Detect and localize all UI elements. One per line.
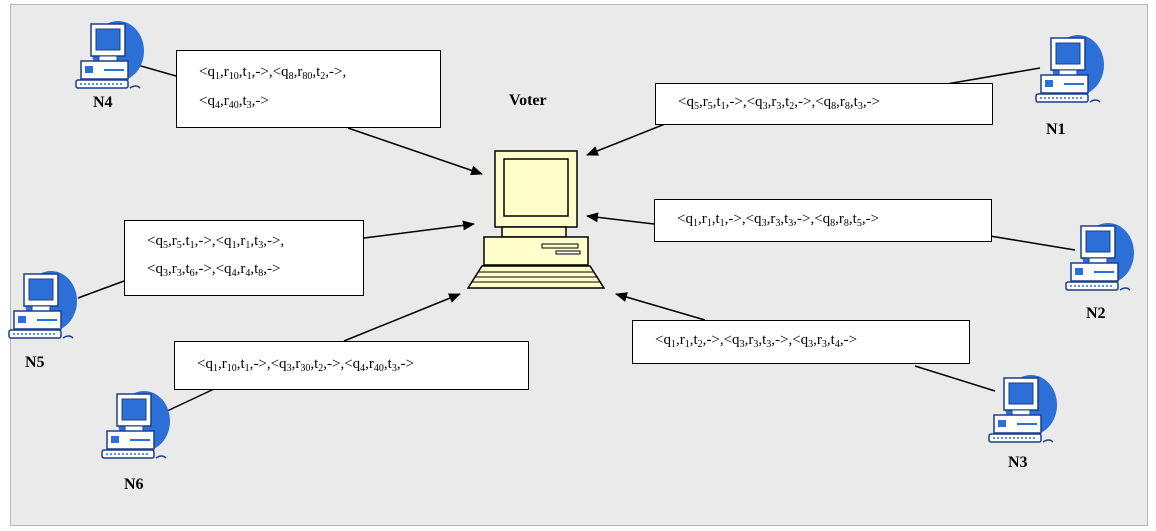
message-line: <q3,r3,t6,->,<q4,r4,t8,-> [147,261,281,279]
node-label-n1: N1 [1046,121,1066,138]
line-n2-box [989,235,1076,251]
node-label-n6: N6 [124,476,144,493]
voter-computer-icon [466,150,606,289]
node-label-n5: N5 [25,354,45,371]
message-box-n2: <q1,r1,t1,->,<q3,r3,t3,->,<q8,r8,t5,-> [654,199,992,242]
arrow-n5-voter [363,220,475,239]
line-n3-box [914,365,996,392]
node-label-n2: N2 [1086,305,1106,322]
node-n4-computer-icon [72,18,148,99]
arrow-n1-voter [586,123,666,156]
node-n1-computer-icon [1032,32,1108,113]
message-line: <q5,r5,t1,->,<q3,r3,t2,->,<q8,r8,t3,-> [678,94,881,112]
node-n6-computer-icon [98,388,174,469]
message-line: <q4,r40,t3,-> [199,93,269,111]
message-line: <q1,r10,t1,->,<q3,r30,t2,->,<q4,r40,t3,-… [197,356,415,374]
line-n6-box [164,388,215,413]
node-n2-computer-icon [1062,220,1138,301]
arrow-n6-voter [343,293,461,342]
node-label-n4: N4 [93,94,113,111]
message-box-n1: <q5,r5,t1,->,<q3,r3,t2,->,<q8,r8,t3,-> [655,83,993,125]
node-label-n3: N3 [1008,454,1028,471]
line-n5-box [77,280,125,299]
message-box-n5: <q5,r5.t1,->,<q1,r1,t3,->, <q3,r3,t6,->,… [124,220,364,296]
message-box-n4: <q1,r10,t1,->,<q8,r80,t2,->, <q4,r40,t3,… [176,50,441,128]
node-n5-computer-icon [5,268,81,349]
node-n3-computer-icon [985,372,1061,453]
arrow-n3-voter [615,292,706,321]
arrow-n2-voter [586,212,655,225]
message-line: <q5,r5.t1,->,<q1,r1,t3,->, [147,233,285,251]
message-line: <q1,r1,t1,->,<q3,r3,t3,->,<q8,r8,t5,-> [677,211,880,229]
message-box-n6: <q1,r10,t1,->,<q3,r30,t2,->,<q4,r40,t3,-… [174,341,529,390]
message-line: <q1,r10,t1,->,<q8,r80,t2,->, [199,64,347,82]
arrow-n4-voter [347,127,483,176]
message-line: <q1,r1,t2,->,<q3,r3,t3,->,<q3,r3,t4,-> [655,332,858,350]
voter-label: Voter [509,92,547,109]
message-box-n3: <q1,r1,t2,->,<q3,r3,t3,->,<q3,r3,t4,-> [632,320,970,364]
